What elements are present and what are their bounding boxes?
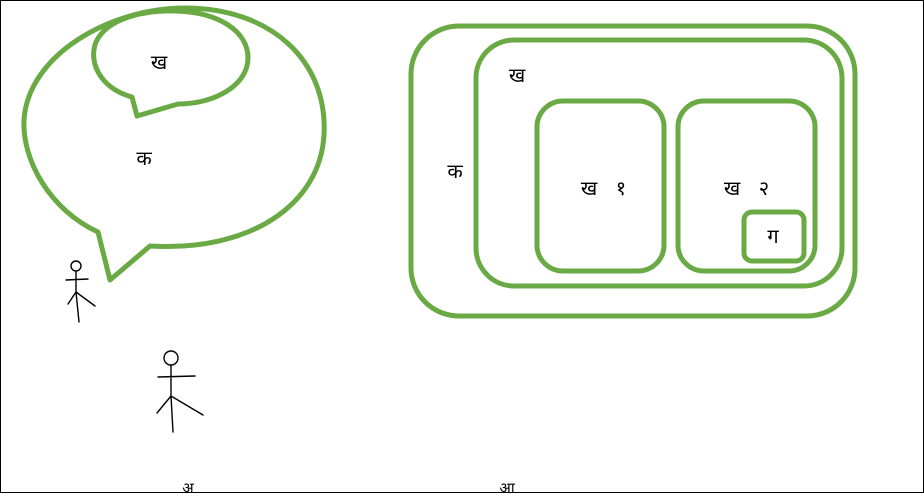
middle-set-label: ख [509,63,526,87]
subset-1-box [537,101,664,271]
subset-2-label: ख [724,176,741,200]
small-speech-bubble [94,11,248,116]
panel-a-caption: अ [182,479,194,497]
middle-set-box [476,40,842,286]
subset-2-number: २ [759,176,769,200]
big-bubble-label: क [136,146,152,170]
innermost-set-label: ग [767,224,779,248]
subset-1-label: ख [581,176,598,200]
small-bubble-label: ख [151,50,168,74]
subset-1-number: १ [616,176,626,200]
outer-set-label: क [447,159,463,183]
stick-figure-large [157,351,203,432]
stick-figure-small [66,261,95,322]
panel-b-caption: आ [499,479,515,497]
big-speech-bubble [24,8,324,280]
